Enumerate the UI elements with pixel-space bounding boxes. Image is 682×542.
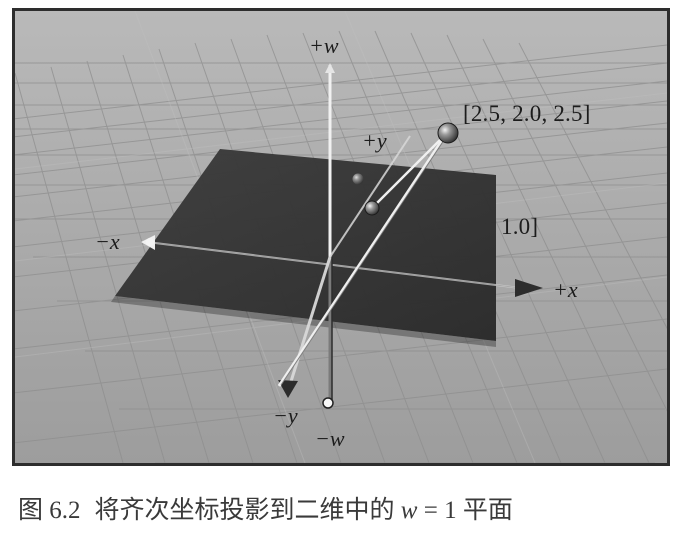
figure-frame: +w +y [2.5, 2.0, 2.5] 1.0] −x +x −y −w <box>12 8 670 466</box>
projected-point-sphere <box>364 200 380 216</box>
minus-w-end-sphere <box>322 397 334 409</box>
figure-number: 图 6.2 <box>18 497 81 524</box>
caption-w-symbol: w <box>400 497 418 524</box>
projection-ray-light <box>277 132 449 387</box>
x-positive-arrow <box>515 279 543 297</box>
plus-x-label: +x <box>553 277 578 302</box>
plane-shadow-edge <box>111 296 496 347</box>
upper-point-sphere <box>437 122 459 144</box>
x-axis-front <box>146 241 521 289</box>
minus-x-label: −x <box>95 229 120 254</box>
w-equals-one-plane <box>115 149 496 341</box>
minus-x-end-sphere <box>146 238 154 246</box>
y-axis-up <box>329 135 411 258</box>
caption-text-after-w: = 1 平面 <box>417 497 513 524</box>
middle-point-sphere <box>352 173 364 185</box>
caption-text-before-w: 将齐次坐标投影到二维中的 <box>94 497 401 524</box>
minus-w-label: −w <box>315 426 345 451</box>
projected-coordinate-label: 1.0] <box>501 214 539 239</box>
homogeneous-projection-scene <box>15 11 667 463</box>
projection-ray-dark <box>280 133 449 386</box>
point-coordinate-label: [2.5, 2.0, 2.5] <box>463 101 591 126</box>
back-projection-ray <box>372 132 448 208</box>
y-axis-down <box>286 256 332 392</box>
plus-w-label: +w <box>309 33 339 58</box>
plus-y-label: +y <box>362 128 387 153</box>
y-negative-arrow <box>278 380 298 398</box>
figure-caption: 图 6.2 将齐次坐标投影到二维中的 w = 1 平面 <box>18 493 668 529</box>
minus-y-label: −y <box>273 403 298 428</box>
